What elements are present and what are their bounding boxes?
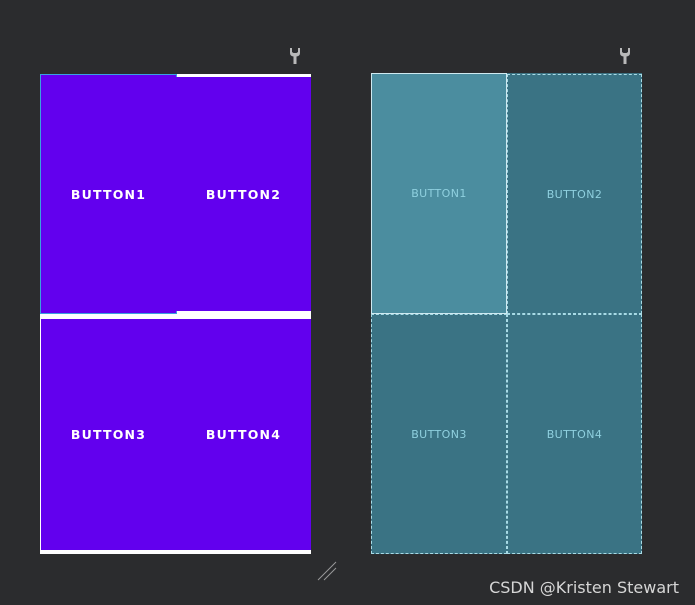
button-label: BUTTON4: [546, 427, 603, 441]
watermark: CSDN @Kristen Stewart: [489, 578, 679, 597]
design-button-3[interactable]: BUTTON3: [41, 319, 176, 550]
blueprint-surface[interactable]: BUTTON1 BUTTON2 BUTTON3 BUTTON4: [371, 73, 642, 554]
design-button-2[interactable]: BUTTON2: [176, 77, 311, 311]
blueprint-button-2[interactable]: BUTTON2: [507, 74, 642, 314]
design-surface[interactable]: BUTTON1 BUTTON2 BUTTON3 BUTTON4: [40, 74, 311, 554]
button-label: BUTTON2: [546, 187, 603, 201]
wrench-icon[interactable]: [619, 47, 631, 65]
button-label: BUTTON1: [411, 187, 467, 200]
design-button-1[interactable]: BUTTON1: [40, 74, 177, 314]
button-label: BUTTON3: [411, 427, 467, 441]
blueprint-button-4[interactable]: BUTTON4: [507, 314, 642, 554]
button-label: BUTTON2: [205, 186, 282, 202]
design-button-4[interactable]: BUTTON4: [176, 319, 311, 550]
blueprint-button-3[interactable]: BUTTON3: [371, 314, 507, 554]
button-label: BUTTON1: [70, 186, 147, 202]
button-label: BUTTON4: [205, 427, 282, 442]
wrench-icon[interactable]: [289, 47, 301, 65]
button-label: BUTTON3: [70, 427, 147, 442]
blueprint-button-1[interactable]: BUTTON1: [371, 73, 507, 314]
resize-handle-icon[interactable]: [316, 560, 338, 582]
